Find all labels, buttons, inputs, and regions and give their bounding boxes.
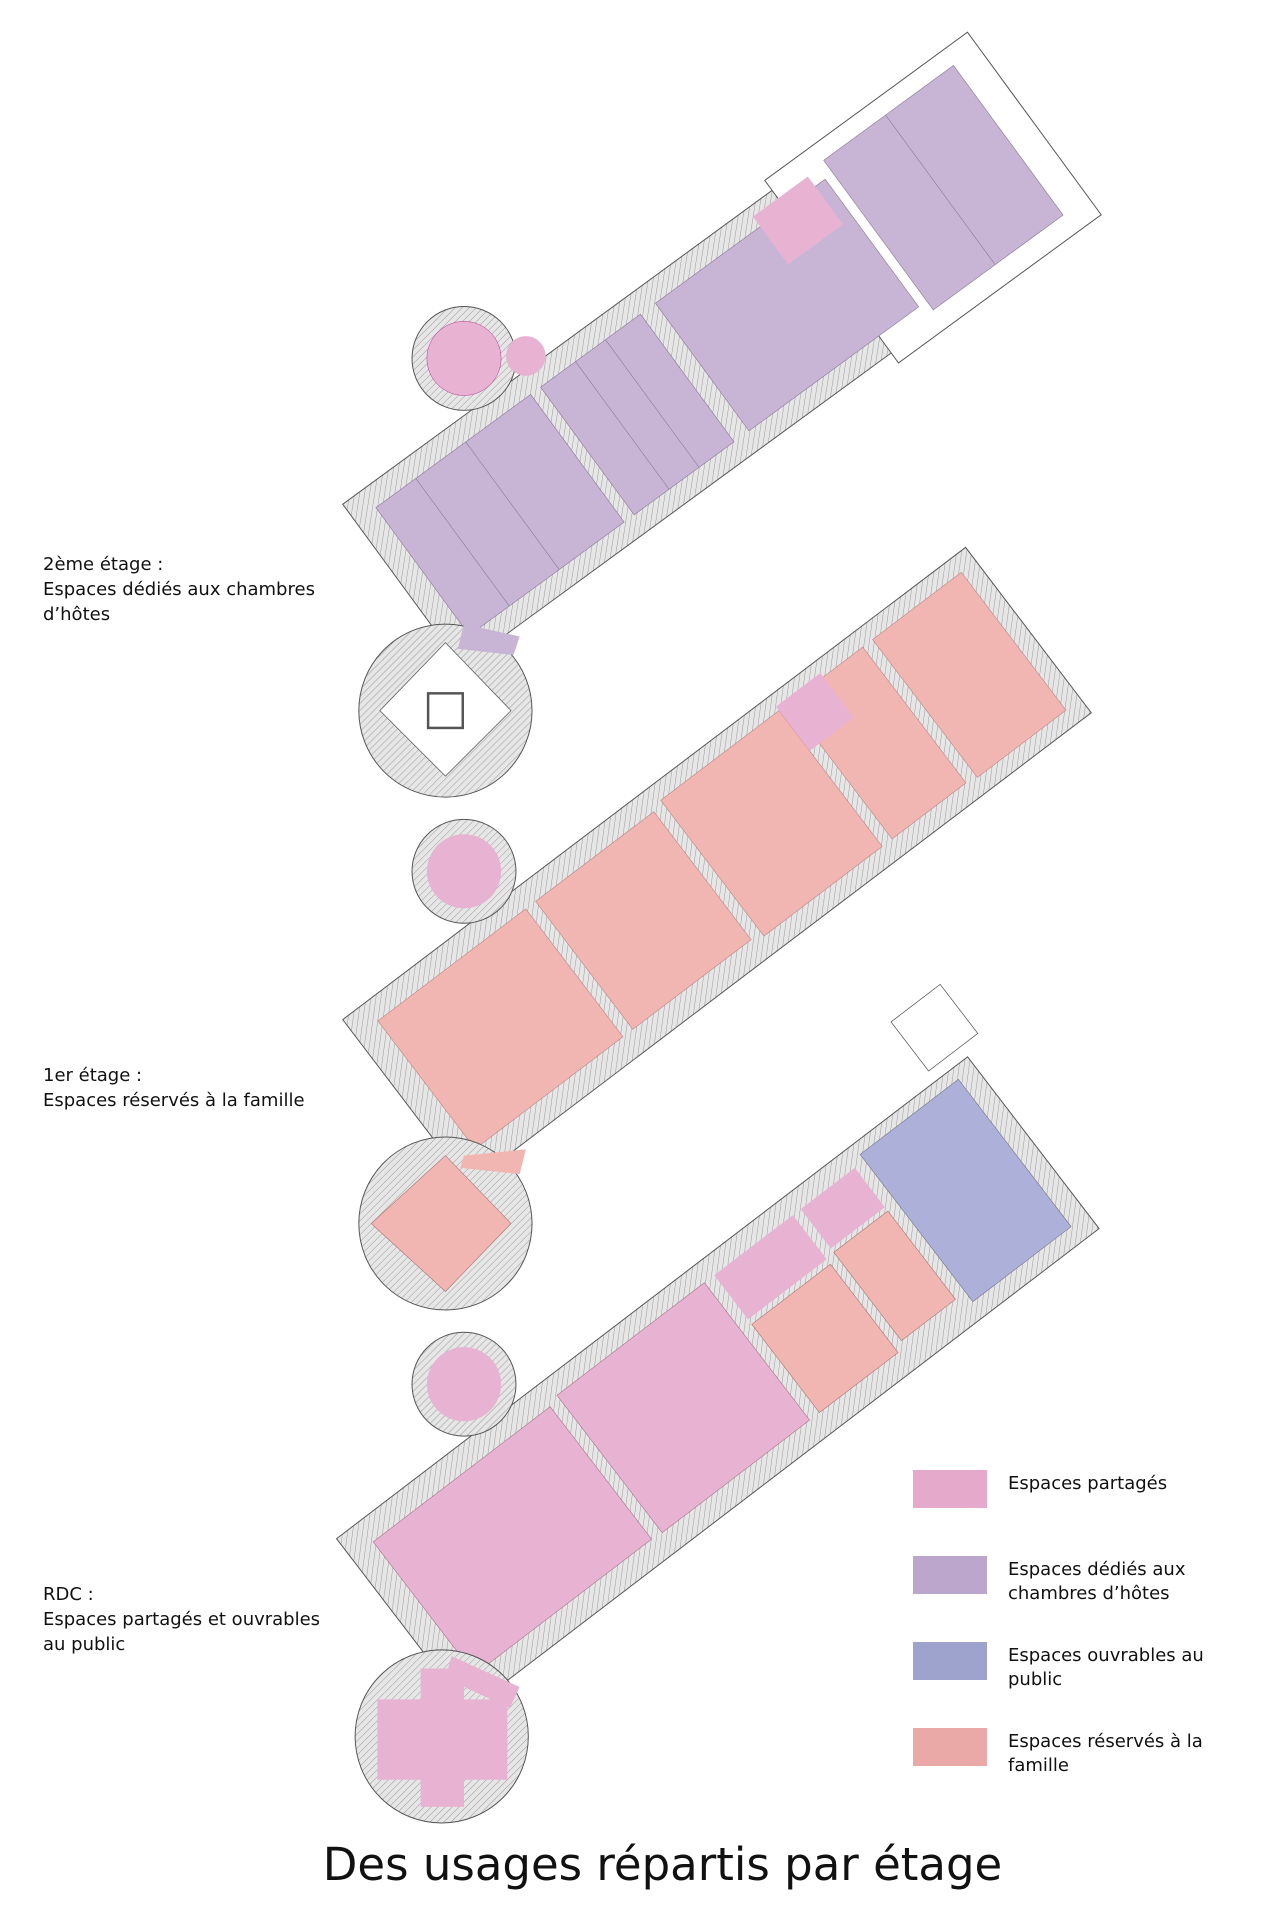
legend-item-partages: Espaces partagés [913, 1470, 1228, 1508]
floor-label-rdc: RDC : Espaces partagés et ouvrables au p… [43, 1582, 338, 1657]
floor-label-1er-etage: 1er étage : Espaces réservés à la famill… [43, 1063, 305, 1113]
legend-swatch [913, 1470, 987, 1508]
floor-plan-1er-etage [342, 546, 1092, 1311]
page-title: Des usages répartis par étage [322, 1838, 1003, 1891]
floor-level: 2ème étage : [43, 554, 164, 575]
legend-item-chambres-hotes: Espaces dédiés aux chambres d’hôtes [913, 1556, 1228, 1606]
legend-item-famille: Espaces réservés à la famille [913, 1728, 1228, 1778]
floor-label-2eme-etage: 2ème étage : Espaces dédiés aux chambres… [43, 552, 333, 627]
floor-description: Espaces réservés à la famille [43, 1090, 305, 1111]
legend-label: Espaces dédiés aux chambres d’hôtes [1008, 1559, 1186, 1604]
legend-label: Espaces partagés [1008, 1473, 1168, 1494]
floor-plan-2eme-etage [342, 31, 1102, 798]
floor-level: 1er étage : [43, 1065, 143, 1086]
floor-level: RDC : [43, 1584, 94, 1605]
legend-label: Espaces réservés à la famille [1008, 1731, 1203, 1776]
legend-label: Espaces ouvrables au public [1008, 1645, 1204, 1690]
floor-description: Espaces partagés et ouvrables au public [43, 1609, 321, 1655]
floor-plan-rdc [335, 983, 1100, 1824]
legend-swatch [913, 1728, 987, 1766]
floor-description: Espaces dédiés aux chambres d’hôtes [43, 579, 315, 625]
legend-swatch [913, 1642, 987, 1680]
legend-swatch [913, 1556, 987, 1594]
legend-item-ouvrables-public: Espaces ouvrables au public [913, 1642, 1228, 1692]
